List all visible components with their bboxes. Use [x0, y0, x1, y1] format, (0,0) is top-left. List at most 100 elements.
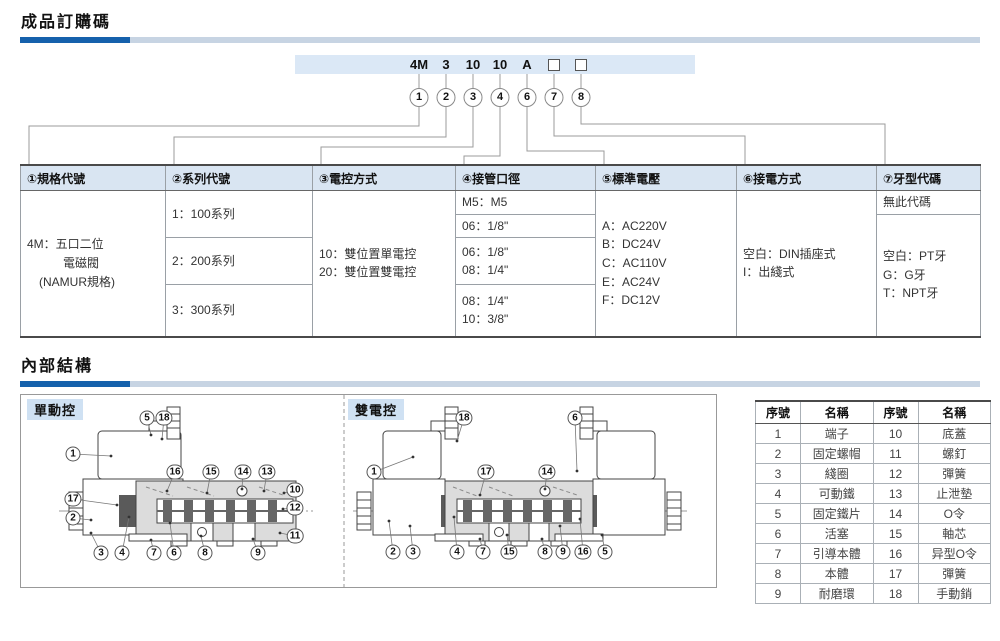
diagram-label-single: 單動控: [27, 399, 84, 420]
callout-2: 2: [385, 544, 401, 560]
callout-9: 9: [250, 545, 266, 561]
parts-col-header: 序號: [755, 400, 801, 424]
callout-11: 11: [286, 528, 304, 544]
ordering-accent-bar: [20, 37, 980, 43]
parts-cell: 5: [755, 503, 801, 524]
code-part-control: 10: [465, 57, 481, 72]
ordering-section-title: 成品訂購碼: [21, 14, 112, 31]
callout-15: 15: [500, 544, 518, 560]
col-header-control: ③電控方式: [312, 164, 456, 191]
parts-cell: 固定螺帽: [800, 443, 874, 464]
callout-12: 12: [286, 500, 304, 516]
parts-cell: 14: [872, 503, 919, 524]
code-part-spec: 4M: [409, 57, 429, 72]
col-header-spec: ①規格代號: [20, 164, 166, 191]
parts-cell: 2: [755, 443, 801, 464]
parts-cell: 3: [755, 463, 801, 484]
parts-cell: 异型O令: [917, 543, 991, 564]
cell-port-0810: 08：1/4" 10：3/8": [455, 284, 596, 338]
parts-cell: 固定鐵片: [800, 503, 874, 524]
parts-cell: 手動銷: [917, 583, 991, 604]
callout-17: 17: [477, 464, 495, 480]
col-header-series: ②系列代號: [165, 164, 313, 191]
callout-17: 17: [64, 491, 82, 507]
col-header-wiring: ⑥接電方式: [736, 164, 877, 191]
callout-8: 8: [537, 544, 553, 560]
parts-cell: 1: [755, 423, 801, 444]
parts-cell: 本體: [800, 563, 874, 584]
valve-cross-section-art: [59, 395, 687, 587]
cell-thread-none: 無此代碼: [876, 190, 981, 215]
cell-spec: 4M：五口二位 電磁閥 (NAMUR規格): [20, 189, 166, 338]
code-digit-7: 7: [544, 88, 564, 107]
cell-port-06: 06：1/8": [455, 213, 596, 239]
parts-cell: 4: [755, 483, 801, 504]
col-header-port: ④接管口徑: [455, 164, 596, 191]
parts-col-header: 序號: [872, 400, 919, 424]
callout-3: 3: [93, 545, 109, 561]
parts-cell: 11: [872, 443, 919, 464]
parts-cell: 螺釘: [917, 443, 991, 464]
parts-cell: 9: [755, 583, 801, 604]
cell-series-200: 2：200系列: [165, 237, 313, 286]
code-digit-4: 4: [490, 88, 510, 107]
structure-section-title: 內部結構: [21, 358, 94, 375]
callout-7: 7: [475, 544, 491, 560]
parts-cell: 底蓋: [917, 423, 991, 444]
col-header-voltage: ⑤標準電壓: [595, 164, 737, 191]
callout-5: 5: [597, 544, 613, 560]
callout-7: 7: [146, 545, 162, 561]
parts-cell: 6: [755, 523, 801, 544]
parts-cell: 15: [872, 523, 919, 544]
callout-18: 18: [155, 410, 173, 426]
parts-cell: 18: [872, 583, 919, 604]
callout-6: 6: [567, 410, 583, 426]
code-part-series: 3: [442, 57, 450, 72]
structure-accent-bar: [20, 381, 980, 387]
callout-1: 1: [366, 464, 382, 480]
callout-16: 16: [166, 464, 184, 480]
callout-5: 5: [139, 410, 155, 426]
callout-16: 16: [574, 544, 592, 560]
callout-13: 13: [258, 464, 276, 480]
code-digit-3: 3: [463, 88, 483, 107]
parts-cell: 引導本體: [800, 543, 874, 564]
parts-col-header: 名稱: [917, 400, 991, 424]
cell-series-300: 3：300系列: [165, 284, 313, 338]
cell-wiring: 空白：DIN插座式 I：出綫式: [736, 189, 877, 338]
ordering-table: ①規格代號 ②系列代號 ③電控方式 ④接管口徑 ⑤標準電壓 ⑥接電方式 ⑦牙型代…: [20, 164, 981, 338]
parts-cell: 耐磨環: [800, 583, 874, 604]
parts-col-header: 名稱: [800, 400, 874, 424]
code-connector-lines: [28, 74, 886, 164]
parts-cell: 端子: [800, 423, 874, 444]
cell-thread-options: 空白：PT牙 G：G牙 T：NPT牙: [876, 213, 981, 338]
parts-cell: 彈簧: [917, 563, 991, 584]
parts-cell: 8: [755, 563, 801, 584]
callout-15: 15: [202, 464, 220, 480]
parts-cell: 13: [872, 483, 919, 504]
code-digit-6: 6: [517, 88, 537, 107]
ordering-accent-bar-dark: [20, 37, 130, 43]
parts-cell: 活塞: [800, 523, 874, 544]
cell-series-100: 1：100系列: [165, 189, 313, 239]
parts-cell: 12: [872, 463, 919, 484]
diagram-label-double: 雙電控: [348, 399, 405, 420]
callout-14: 14: [234, 464, 252, 480]
cell-port-0608: 06：1/8" 08：1/4": [455, 237, 596, 286]
callout-9: 9: [555, 544, 571, 560]
parts-cell: 17: [872, 563, 919, 584]
callout-3: 3: [405, 544, 421, 560]
callout-8: 8: [197, 545, 213, 561]
callout-1: 1: [65, 446, 81, 462]
code-part-port: 10: [492, 57, 508, 72]
